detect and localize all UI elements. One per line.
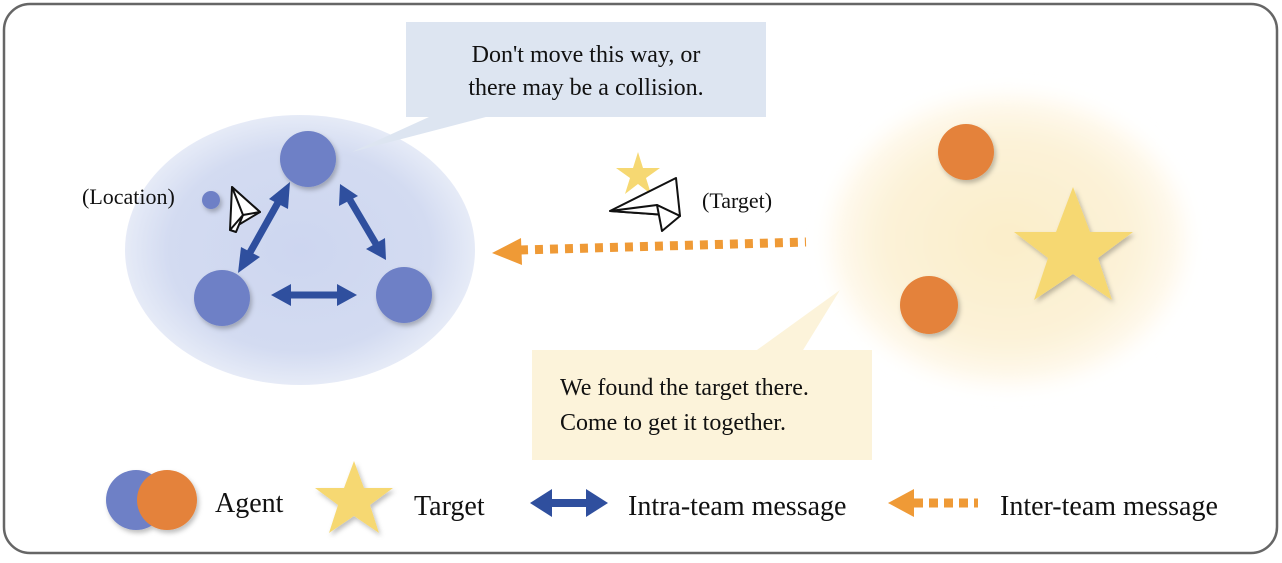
intra-team-arrow-top-right [339,184,386,260]
star-icon-target [1014,187,1133,300]
legend-intra-label: Intra-team message [628,491,846,522]
blue-team-speech-bubble: Don't move this way, or there may be a c… [352,22,766,152]
blue-bubble-line2: there may be a collision. [468,75,703,101]
legend-intra-arrow-icon [530,489,608,517]
orange-team-region [830,95,1186,385]
legend-target-label: Target [414,491,485,522]
blue-agents [194,131,432,326]
blue-agent-bottom-left [194,270,250,326]
location-label: (Location) [82,184,175,209]
orange-bubble-line1: We found the target there. [560,375,809,401]
orange-team-speech-bubble: We found the target there. Come to get i… [532,290,872,460]
blue-bubble-line1: Don't move this way, or [472,42,701,68]
legend-agent-icon [106,470,197,530]
legend-star-icon [315,461,393,533]
legend-agent-label: Agent [215,488,284,519]
intra-team-arrow-bottom [271,284,357,306]
star-icon-small [616,152,660,194]
paper-plane-icon [229,186,261,233]
orange-agents [900,124,994,334]
legend-inter-label: Inter-team message [1000,491,1218,522]
location-dot [202,191,220,209]
legend: Agent Target Intra-team message Inter-te… [106,461,1218,533]
intra-team-arrow-top-left [238,182,290,273]
blue-agent-top [280,131,336,187]
blue-agent-bottom-right [376,267,432,323]
orange-agent-top [938,124,994,180]
inter-team-arrow [492,237,807,265]
paper-plane-icon-large [609,177,681,232]
target-label: (Target) [702,188,772,213]
legend-inter-arrow-icon [888,489,978,517]
orange-agent-bottom [900,276,958,334]
orange-bubble-line2: Come to get it together. [560,410,786,436]
